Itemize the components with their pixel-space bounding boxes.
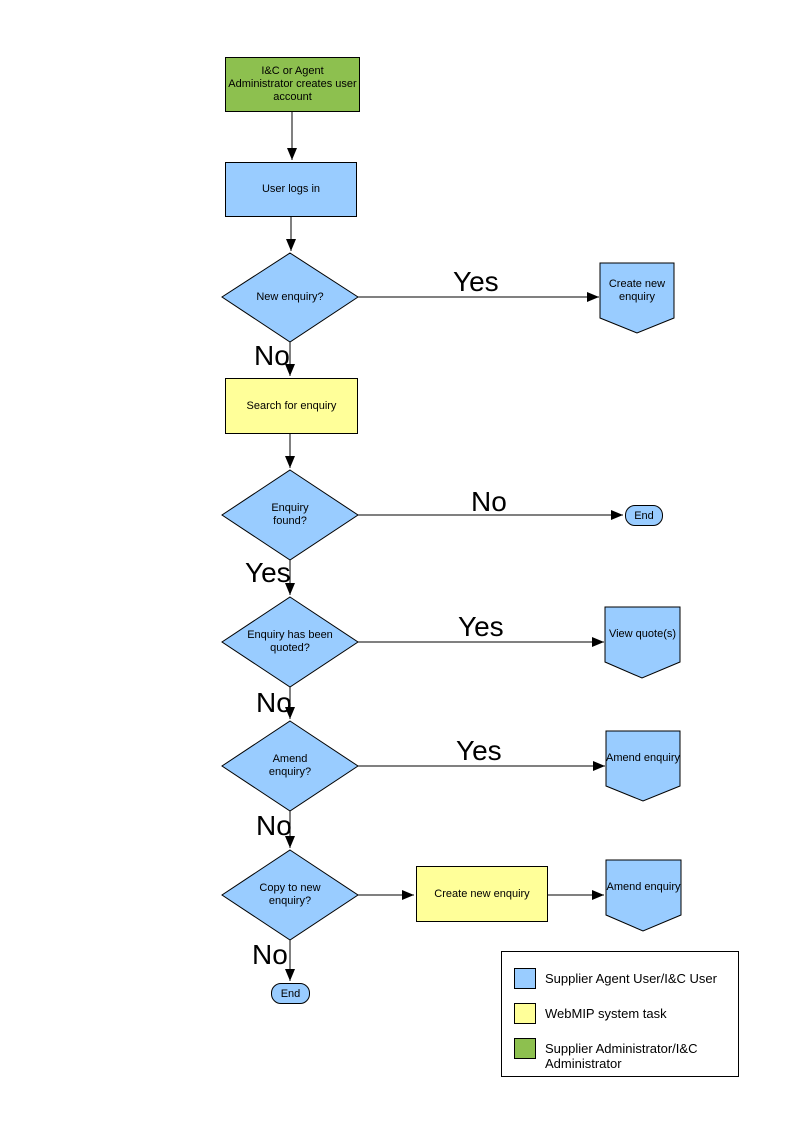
edge-label-new-enquiry-no: No [254,340,290,371]
legend-label-user: Supplier Agent User/I&C User [545,971,717,986]
amend-offpage-1-shape [605,730,681,802]
create-new-enquiry-offpage-text: Create new enquiry [608,277,666,303]
create-new-enquiry-label: Create new enquiry [434,887,530,900]
legend-item-system: WebMIP system task [514,1003,723,1024]
new-enquiry-diamond [221,252,359,343]
amend-offpage-2-shape [605,859,682,932]
copy-diamond-text: Copy to new enquiry? [259,882,321,907]
new-enquiry-diamond-text: New enquiry? [256,291,324,303]
search-for-enquiry-box: Search for enquiry [225,378,358,434]
quoted-diamond-text: Enquiry has been quoted? [247,629,333,654]
edge-label-amend-no: No [256,810,292,841]
amend-offpage-1-text: Amend enquiry [606,752,680,764]
create-new-enquiry-offpage-shape [599,262,675,334]
admin-creates-account-box: I&C or Agent Administrator creates user … [225,57,360,112]
legend-item-user: Supplier Agent User/I&C User [514,968,723,989]
amend-offpage-2-text: Amend enquiry [606,881,681,893]
edge-label-amend-yes: Yes [456,735,502,766]
end-terminator-bottom: End [271,983,310,1004]
search-for-enquiry-label: Search for enquiry [246,399,337,412]
end-terminator-top: End [625,505,663,526]
legend-swatch-user [514,968,536,989]
user-logs-in-box: User logs in [225,162,357,217]
edge-label-new-enquiry-yes: Yes [453,266,499,297]
create-new-enquiry-box: Create new enquiry [416,866,548,922]
user-logs-in-label: User logs in [261,183,321,195]
copy-diamond [221,849,359,941]
legend-swatch-system [514,1003,536,1024]
view-quotes-offpage-text: View quote(s) [608,628,677,640]
legend-label-system: WebMIP system task [545,1006,667,1021]
view-quotes-offpage-shape [604,606,681,679]
amend-diamond-text: Amend enquiry? [268,753,312,778]
edge-label-quoted-yes: Yes [458,611,504,642]
quoted-diamond [221,596,359,688]
edge-label-enquiry-found-no: No [471,486,507,517]
edge-label-copy-no: No [252,939,288,970]
legend-box: Supplier Agent User/I&C User WebMIP syst… [501,951,739,1077]
legend-item-admin: Supplier Administrator/I&C Administrator [514,1038,723,1071]
enquiry-found-diamond-text: Enquiry found? [271,502,309,527]
enquiry-found-diamond [221,469,359,561]
edge-label-quoted-no: No [256,687,292,718]
legend-swatch-admin [514,1038,536,1059]
edge-label-enquiry-found-yes: Yes [245,557,291,588]
amend-diamond [221,720,359,812]
legend-label-admin: Supplier Administrator/I&C Administrator [545,1041,698,1071]
admin-creates-account-label: I&C or Agent Administrator creates user … [228,65,357,103]
